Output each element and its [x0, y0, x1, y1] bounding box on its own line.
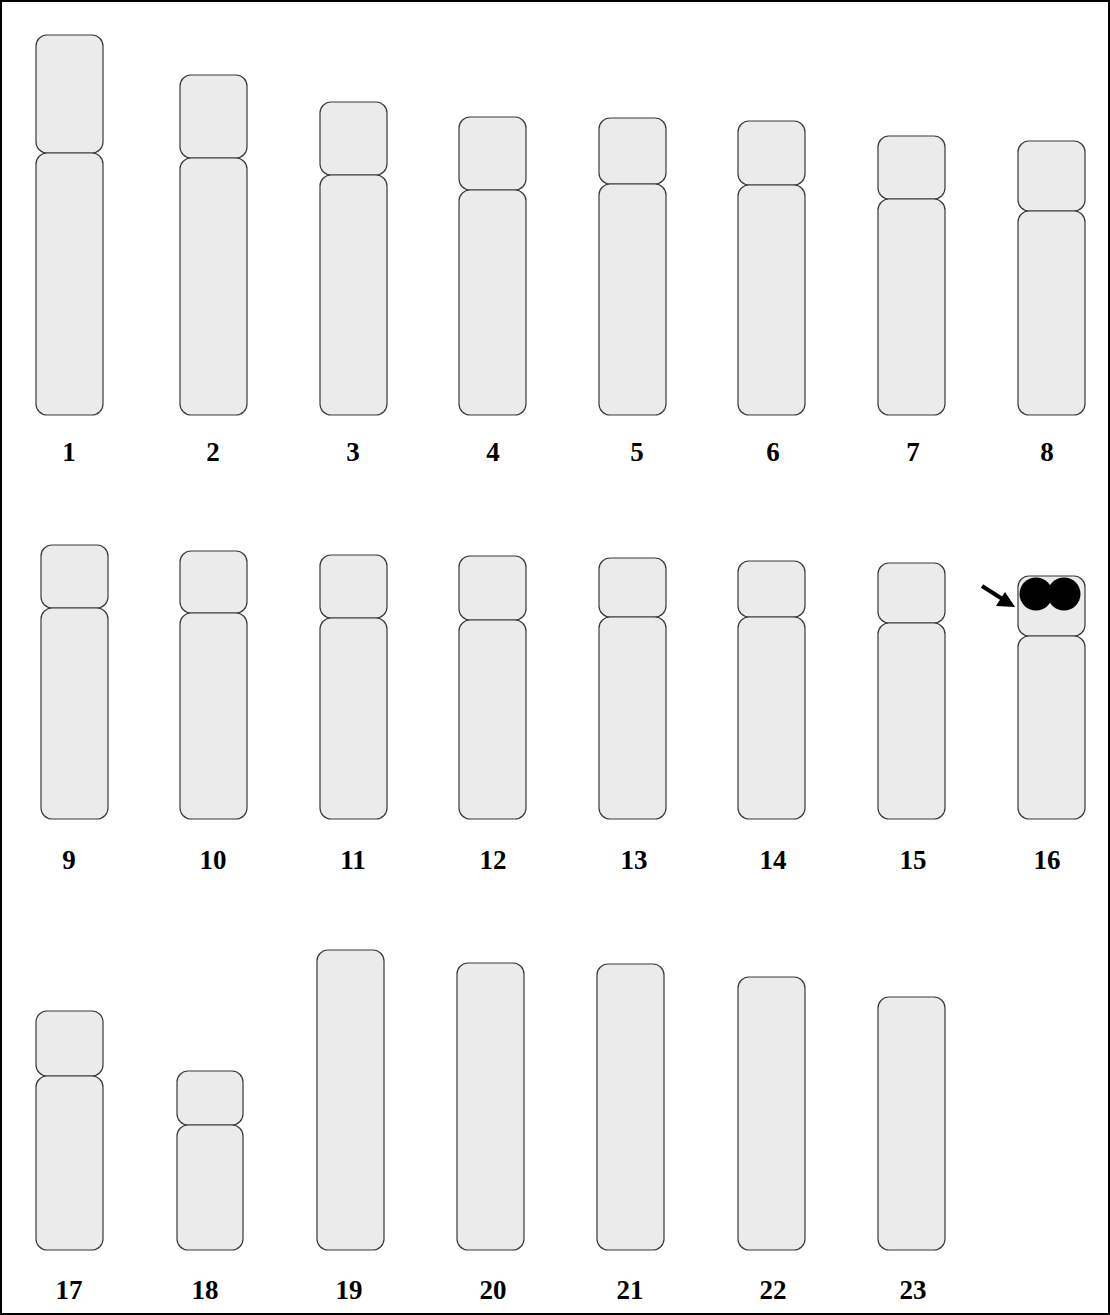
- chromosome-p-arm: [320, 102, 387, 175]
- chromosome: [738, 977, 805, 1250]
- chromosome-p-arm: [599, 558, 666, 617]
- chromosome-number: 9: [62, 847, 76, 874]
- chromosome-q-arm: [36, 1076, 103, 1250]
- chromosome-p-arm: [1018, 141, 1085, 211]
- chromosome-q-arm: [878, 199, 945, 415]
- chromosome-number: 3: [346, 439, 360, 466]
- chromosome: [738, 561, 805, 819]
- chromosome-p-arm: [738, 561, 805, 617]
- chromosome-number: 18: [192, 1277, 219, 1304]
- chromosome-number: 6: [766, 439, 780, 466]
- chromosome: [457, 963, 524, 1250]
- marker-dot: [1048, 578, 1081, 611]
- chromosome-p-arm: [878, 136, 945, 199]
- chromosome: [1018, 576, 1085, 819]
- chromosome-q-arm: [459, 190, 526, 415]
- chromosome-number: 5: [630, 439, 644, 466]
- chromosome: [320, 102, 387, 415]
- chromosome: [738, 121, 805, 415]
- chromosome: [36, 1011, 103, 1250]
- chromosome: [180, 75, 247, 415]
- chromosome-arm: [878, 997, 945, 1250]
- chromosome: [599, 558, 666, 819]
- chromosome-q-arm: [1018, 636, 1085, 819]
- chromosome: [878, 997, 945, 1250]
- chromosome-q-arm: [180, 613, 247, 819]
- chromosome-arm: [317, 950, 384, 1250]
- chromosome-p-arm: [738, 121, 805, 185]
- chromosome: [180, 551, 247, 819]
- chromosome: [41, 545, 108, 819]
- chromosome-number: 16: [1034, 847, 1061, 874]
- pointer-arrow-shaft: [982, 586, 1004, 600]
- chromosome-p-arm: [878, 563, 945, 623]
- chromosome-q-arm: [738, 617, 805, 819]
- chromosome: [459, 117, 526, 415]
- chromosome-p-arm: [41, 545, 108, 608]
- chromosome-p-arm: [36, 35, 103, 153]
- chromosome-p-arm: [1018, 576, 1085, 636]
- chromosome-number: 8: [1040, 439, 1054, 466]
- chromosome-p-arm: [36, 1011, 103, 1076]
- chromosome-p-arm: [180, 551, 247, 613]
- chromosome-q-arm: [1018, 211, 1085, 415]
- chromosome-p-arm: [459, 117, 526, 190]
- chromosome-q-arm: [738, 185, 805, 415]
- chromosome: [36, 35, 103, 415]
- chromosome: [599, 118, 666, 415]
- chromosome: [597, 964, 664, 1250]
- chromosome-p-arm: [180, 75, 247, 158]
- chromosome-number: 2: [206, 439, 220, 466]
- chromosome-q-arm: [41, 608, 108, 819]
- chromosome-number: 7: [906, 439, 920, 466]
- chromosome-q-arm: [459, 620, 526, 819]
- chromosome-q-arm: [599, 617, 666, 819]
- chromosome-q-arm: [599, 184, 666, 415]
- chromosome-q-arm: [177, 1125, 243, 1250]
- chromosome-q-arm: [320, 618, 387, 819]
- chromosome-arm: [597, 964, 664, 1250]
- chromosome: [1018, 141, 1085, 415]
- chromosome-number: 4: [486, 439, 500, 466]
- chromosome-arm: [738, 977, 805, 1250]
- chromosome: [878, 136, 945, 415]
- chromosome-number: 17: [56, 1277, 83, 1304]
- chromosome-number: 10: [200, 847, 227, 874]
- chromosome-p-arm: [459, 556, 526, 620]
- chromosome: [177, 1071, 243, 1250]
- chromosome-number: 21: [617, 1277, 644, 1304]
- chromosome-number: 23: [900, 1277, 927, 1304]
- chromosome-number: 12: [480, 847, 507, 874]
- chromosome-p-arm: [177, 1071, 243, 1125]
- chromosome-q-arm: [180, 158, 247, 415]
- chromosome-q-arm: [878, 623, 945, 819]
- chromosome-number: 14: [760, 847, 787, 874]
- chromosome-number: 20: [480, 1277, 507, 1304]
- pointer-arrow-head: [996, 592, 1015, 607]
- chromosome-p-arm: [599, 118, 666, 184]
- chromosome-number: 11: [340, 847, 366, 874]
- chromosome-number: 22: [760, 1277, 787, 1304]
- chromosome: [459, 556, 526, 819]
- chromosome-number: 19: [336, 1277, 363, 1304]
- chromosome-arm: [457, 963, 524, 1250]
- chromosome: [878, 563, 945, 819]
- chromosome-number: 13: [621, 847, 648, 874]
- chromosome-number: 1: [62, 439, 76, 466]
- chromosome: [320, 555, 387, 819]
- chromosome-number: 15: [900, 847, 927, 874]
- chromosome: [317, 950, 384, 1250]
- chromosome-q-arm: [320, 175, 387, 415]
- chromosome-q-arm: [36, 153, 103, 415]
- chromosome-p-arm: [320, 555, 387, 618]
